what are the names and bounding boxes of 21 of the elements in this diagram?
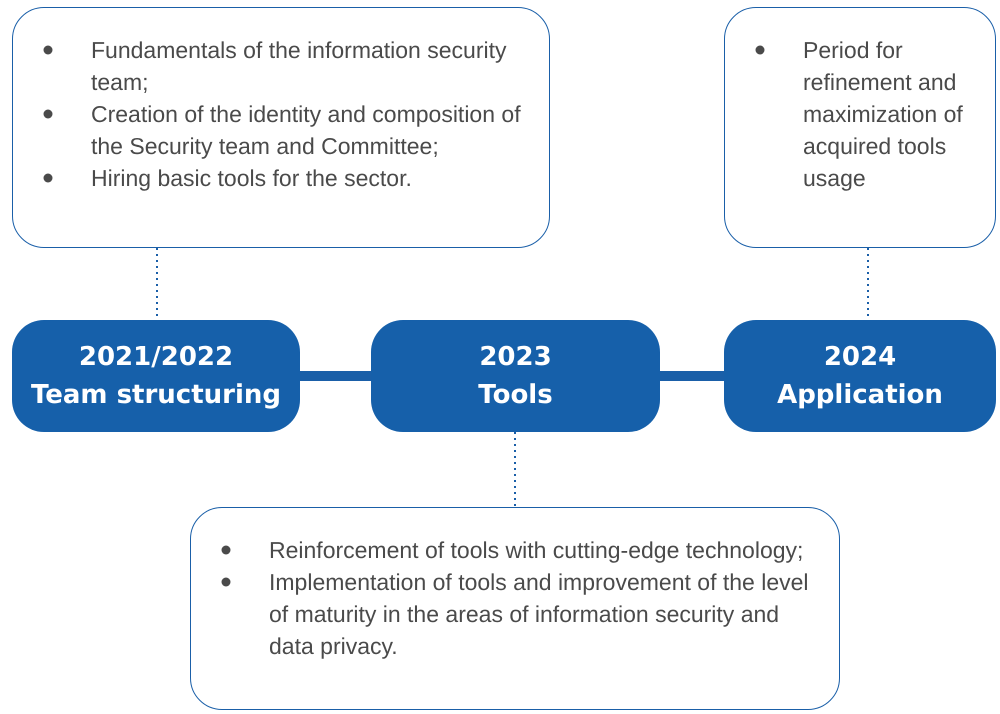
description-box bbox=[190, 507, 840, 710]
bullet-text: Implementation of tools and improvement of the level of maturity in the areas of information security and data privacy. bbox=[269, 569, 809, 659]
dotted-connector bbox=[514, 432, 516, 507]
timeline-connector bbox=[660, 371, 724, 381]
stage-title: Team structuring bbox=[30, 379, 282, 412]
description-box bbox=[12, 7, 550, 248]
stage-year: 2024 bbox=[822, 341, 898, 374]
timeline-stage-box bbox=[12, 320, 300, 432]
bullet-text: Hiring basic tools for the sector. bbox=[91, 165, 412, 191]
bullet-text: Fundamentals of the information security team; bbox=[91, 37, 506, 95]
description-box bbox=[724, 7, 996, 248]
timeline-stage-box bbox=[724, 320, 996, 432]
bullet-text: Period for refinement and maximization of acquired tools usage bbox=[803, 37, 963, 191]
timeline-connector bbox=[300, 371, 371, 381]
stage-year: 2023 bbox=[478, 341, 553, 374]
timeline-stage-box bbox=[371, 320, 660, 432]
stage-title: Tools bbox=[477, 379, 554, 412]
stage-year: 2021/2022 bbox=[78, 341, 234, 374]
stage-title: Application bbox=[776, 379, 944, 412]
bullet-text: Reinforcement of tools with cutting-edge technology; bbox=[269, 537, 804, 563]
bullet-text: Creation of the identity and composition of the Security team and Committee; bbox=[91, 101, 521, 159]
